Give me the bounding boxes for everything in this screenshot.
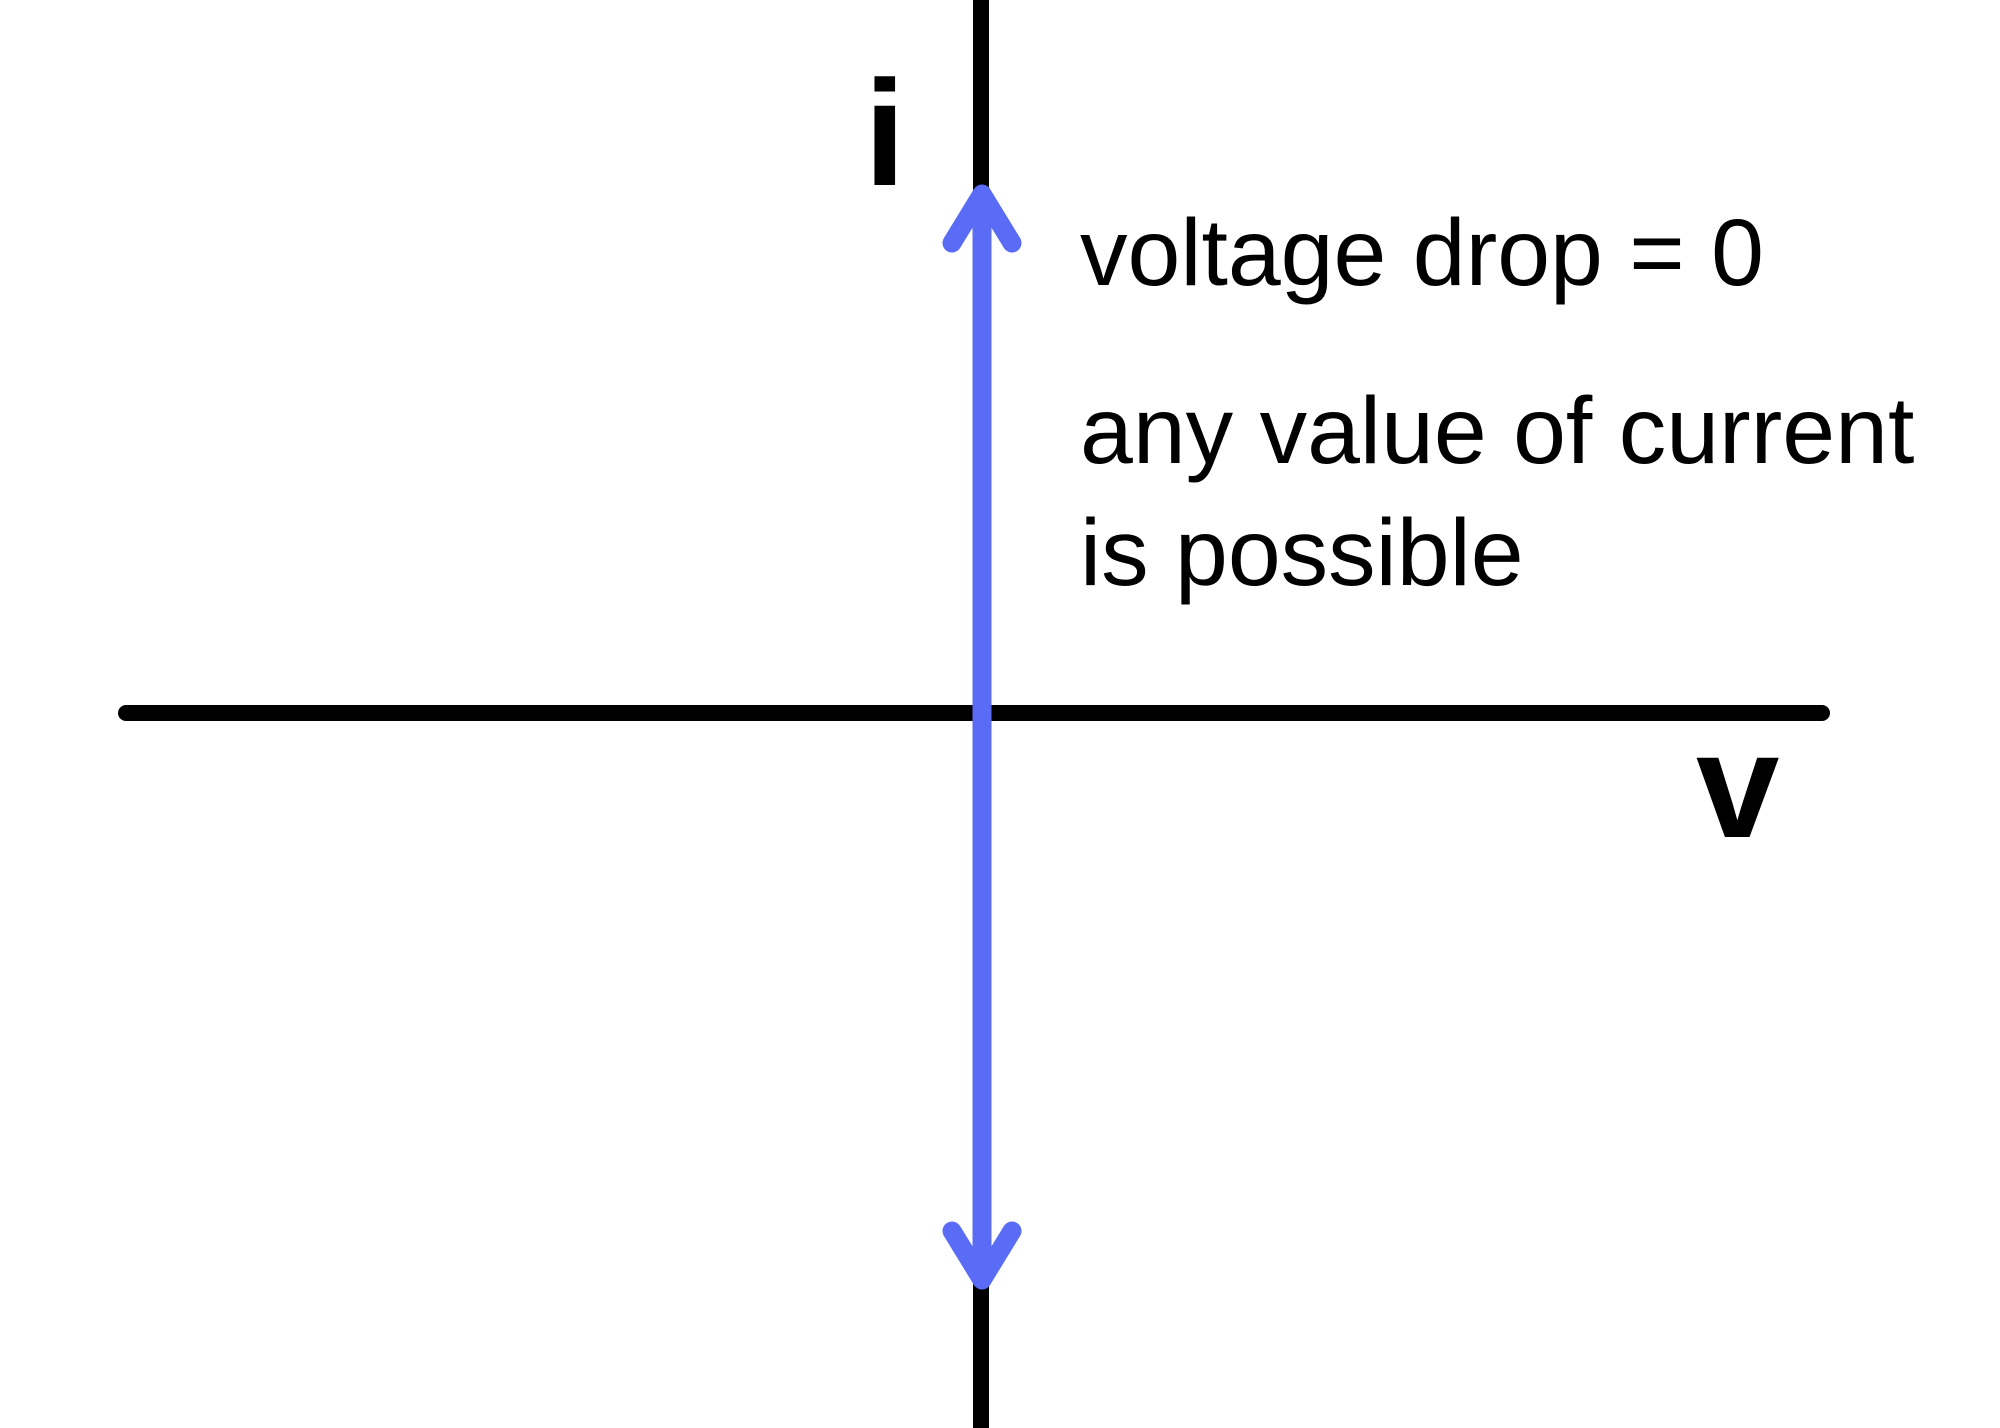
current-range-arrow bbox=[942, 184, 1022, 1290]
current-arrow-up-head bbox=[942, 184, 1022, 253]
annotation-voltage-drop: voltage drop = 0 bbox=[1080, 200, 1764, 306]
i-axis-label: i bbox=[864, 49, 906, 217]
annotation-is-possible-line: is possible bbox=[1080, 500, 1524, 607]
annotation-block: voltage drop = 0 any value of current is… bbox=[1080, 192, 2000, 614]
current-arrow-down-head bbox=[942, 1221, 1022, 1290]
v-axis-label: v bbox=[1696, 701, 1780, 869]
annotation-any-value-line: any value of current bbox=[1080, 378, 1915, 485]
